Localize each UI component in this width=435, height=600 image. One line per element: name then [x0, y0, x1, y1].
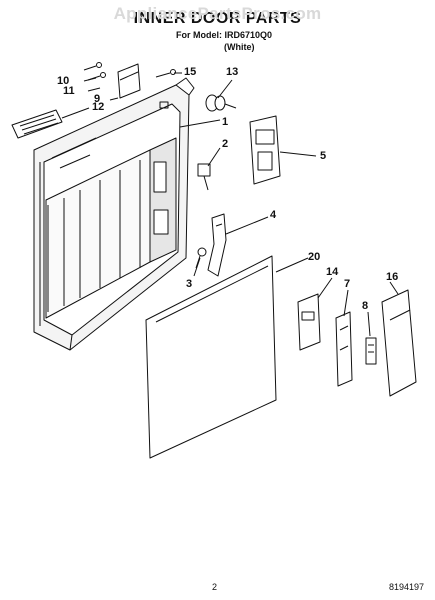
callout-16: 16: [386, 271, 399, 283]
callout-3: 3: [186, 278, 193, 290]
callout-10: 10: [57, 75, 70, 87]
part-14-clip: [297, 293, 321, 351]
part-4-latch-arm: [207, 213, 227, 277]
part-13-knob: [205, 94, 237, 112]
callout-7: 7: [344, 278, 351, 290]
leader-lines: [61, 72, 399, 337]
part-7-strip: [335, 311, 353, 387]
callout-15: 15: [184, 66, 197, 78]
page-number: 2: [212, 582, 218, 592]
part-12-vent: [11, 109, 63, 139]
model-number: For Model: IRD6710Q0: [176, 30, 273, 40]
part-16-cover: [381, 289, 417, 397]
callout-1: 1: [222, 116, 229, 128]
callout-8: 8: [362, 300, 369, 312]
callout-13: 13: [226, 66, 239, 78]
callout-5: 5: [320, 150, 327, 162]
part-5-latch-housing: [249, 115, 281, 185]
callout-20: 20: [308, 251, 321, 263]
inner-door-liner: [33, 77, 195, 351]
part-10-11-screws: [83, 62, 106, 81]
watermark-text: AppliancePartsPros.com: [113, 4, 322, 23]
callout-2: 2: [222, 138, 229, 150]
model-color: (White): [224, 42, 255, 52]
diagram-title: INNER DOOR PARTS: [133, 10, 302, 27]
part-2-pin: [197, 163, 211, 191]
document-number: 8194197: [389, 582, 425, 592]
part-15-screw: [155, 69, 176, 78]
part-9-bracket: [117, 63, 141, 99]
callout-12: 12: [92, 101, 105, 113]
callout-9: 9: [94, 93, 101, 105]
callout-14: 14: [326, 266, 339, 278]
callout-4: 4: [270, 209, 277, 221]
part-20-panel: [145, 255, 277, 459]
callout-11: 11: [63, 85, 75, 97]
part-3-fastener: [195, 247, 207, 269]
part-8-insert: [365, 337, 377, 365]
